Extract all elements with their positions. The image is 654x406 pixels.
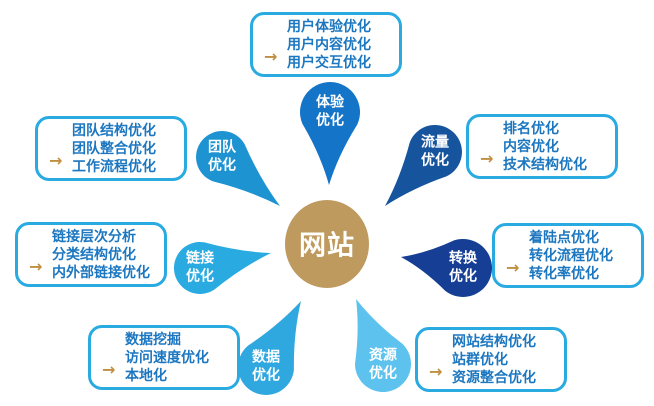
petal-label-traffic: 流量 优化 xyxy=(421,134,449,169)
petal-shape-team xyxy=(196,131,280,206)
box-line: 内外部链接优化 xyxy=(52,264,150,281)
box-line: 用户交互优化 xyxy=(287,54,371,71)
box-line: 数据挖掘 xyxy=(125,331,181,348)
box-line: 站群优化 xyxy=(452,351,508,368)
box-line: 资源整合优化 xyxy=(452,369,536,386)
arrow-icon: → xyxy=(429,362,443,381)
box-line: 访问速度优化 xyxy=(125,349,209,366)
box-line: 分类结构优化 xyxy=(52,246,136,263)
petal-label-team: 团队 优化 xyxy=(208,139,236,174)
box-conversion: → 着陆点优化 转化流程优化 转化率优化 xyxy=(492,223,644,288)
box-line: 团队整合优化 xyxy=(72,140,156,157)
arrow-icon: → xyxy=(29,257,43,276)
box-line: 着陆点优化 xyxy=(529,229,599,246)
box-link: → 链接层次分析 分类结构优化 内外部链接优化 xyxy=(15,222,167,287)
box-experience: → 用户体验优化 用户内容优化 用户交互优化 xyxy=(250,12,402,77)
petal-shape-resource xyxy=(354,299,411,392)
box-traffic: → 排名优化 内容优化 技术结构优化 xyxy=(466,114,618,179)
petal-shape-conversion xyxy=(401,238,493,297)
arrow-icon: → xyxy=(264,47,278,66)
box-line: 网站结构优化 xyxy=(452,333,536,350)
petal-shape-data xyxy=(238,301,301,396)
box-line: 转化流程优化 xyxy=(529,247,613,264)
box-line: 转化率优化 xyxy=(529,265,599,282)
petal-label-resource: 资源 优化 xyxy=(369,347,397,382)
center-label: 网站 xyxy=(299,230,355,262)
box-line: 本地化 xyxy=(125,367,167,384)
box-line: 团队结构优化 xyxy=(72,122,156,139)
arrow-icon: → xyxy=(102,360,116,379)
petal-label-conversion: 转换 优化 xyxy=(449,250,477,285)
petal-shape-experience xyxy=(300,82,361,185)
box-line: 工作流程优化 xyxy=(72,158,156,175)
box-resource: → 网站结构优化 站群优化 资源整合优化 xyxy=(415,327,567,392)
box-data: → 数据挖掘 访问速度优化 本地化 xyxy=(88,325,240,390)
box-line: 技术结构优化 xyxy=(503,156,587,173)
arrow-icon: → xyxy=(49,151,63,170)
box-line: 排名优化 xyxy=(503,120,559,137)
center-circle xyxy=(285,200,369,288)
box-team: → 团队结构优化 团队整合优化 工作流程优化 xyxy=(35,116,187,181)
arrow-icon: → xyxy=(506,258,520,277)
box-line: 链接层次分析 xyxy=(52,228,136,245)
box-line: 内容优化 xyxy=(503,138,559,155)
arrow-icon: → xyxy=(480,149,494,168)
box-line: 用户内容优化 xyxy=(287,36,371,53)
petal-layer xyxy=(173,82,493,396)
box-line: 用户体验优化 xyxy=(287,18,371,35)
petal-label-data: 数据 优化 xyxy=(252,349,280,384)
petal-label-link: 链接 优化 xyxy=(186,250,214,285)
petal-shape-link xyxy=(173,241,271,294)
petal-label-experience: 体验 优化 xyxy=(316,94,344,129)
petal-shape-traffic xyxy=(385,124,462,206)
